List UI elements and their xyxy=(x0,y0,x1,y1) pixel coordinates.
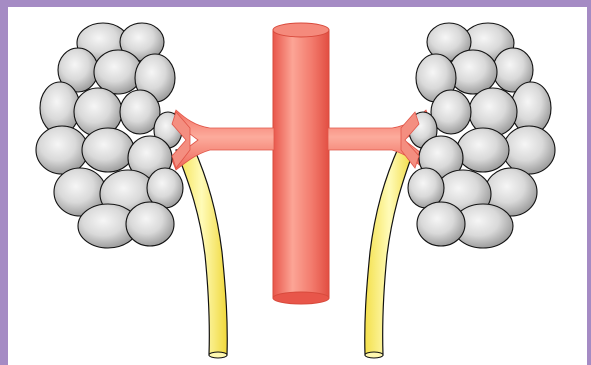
left-ureter xyxy=(176,146,227,355)
left-kidney xyxy=(36,23,183,248)
right-kidney xyxy=(408,23,555,248)
left-ureter-opening xyxy=(209,352,227,358)
right-ureter xyxy=(365,146,414,355)
right-ureter-opening xyxy=(365,352,383,358)
aorta xyxy=(273,30,329,298)
aorta-top-opening xyxy=(273,23,329,37)
aorta-bottom-rim xyxy=(273,292,329,304)
